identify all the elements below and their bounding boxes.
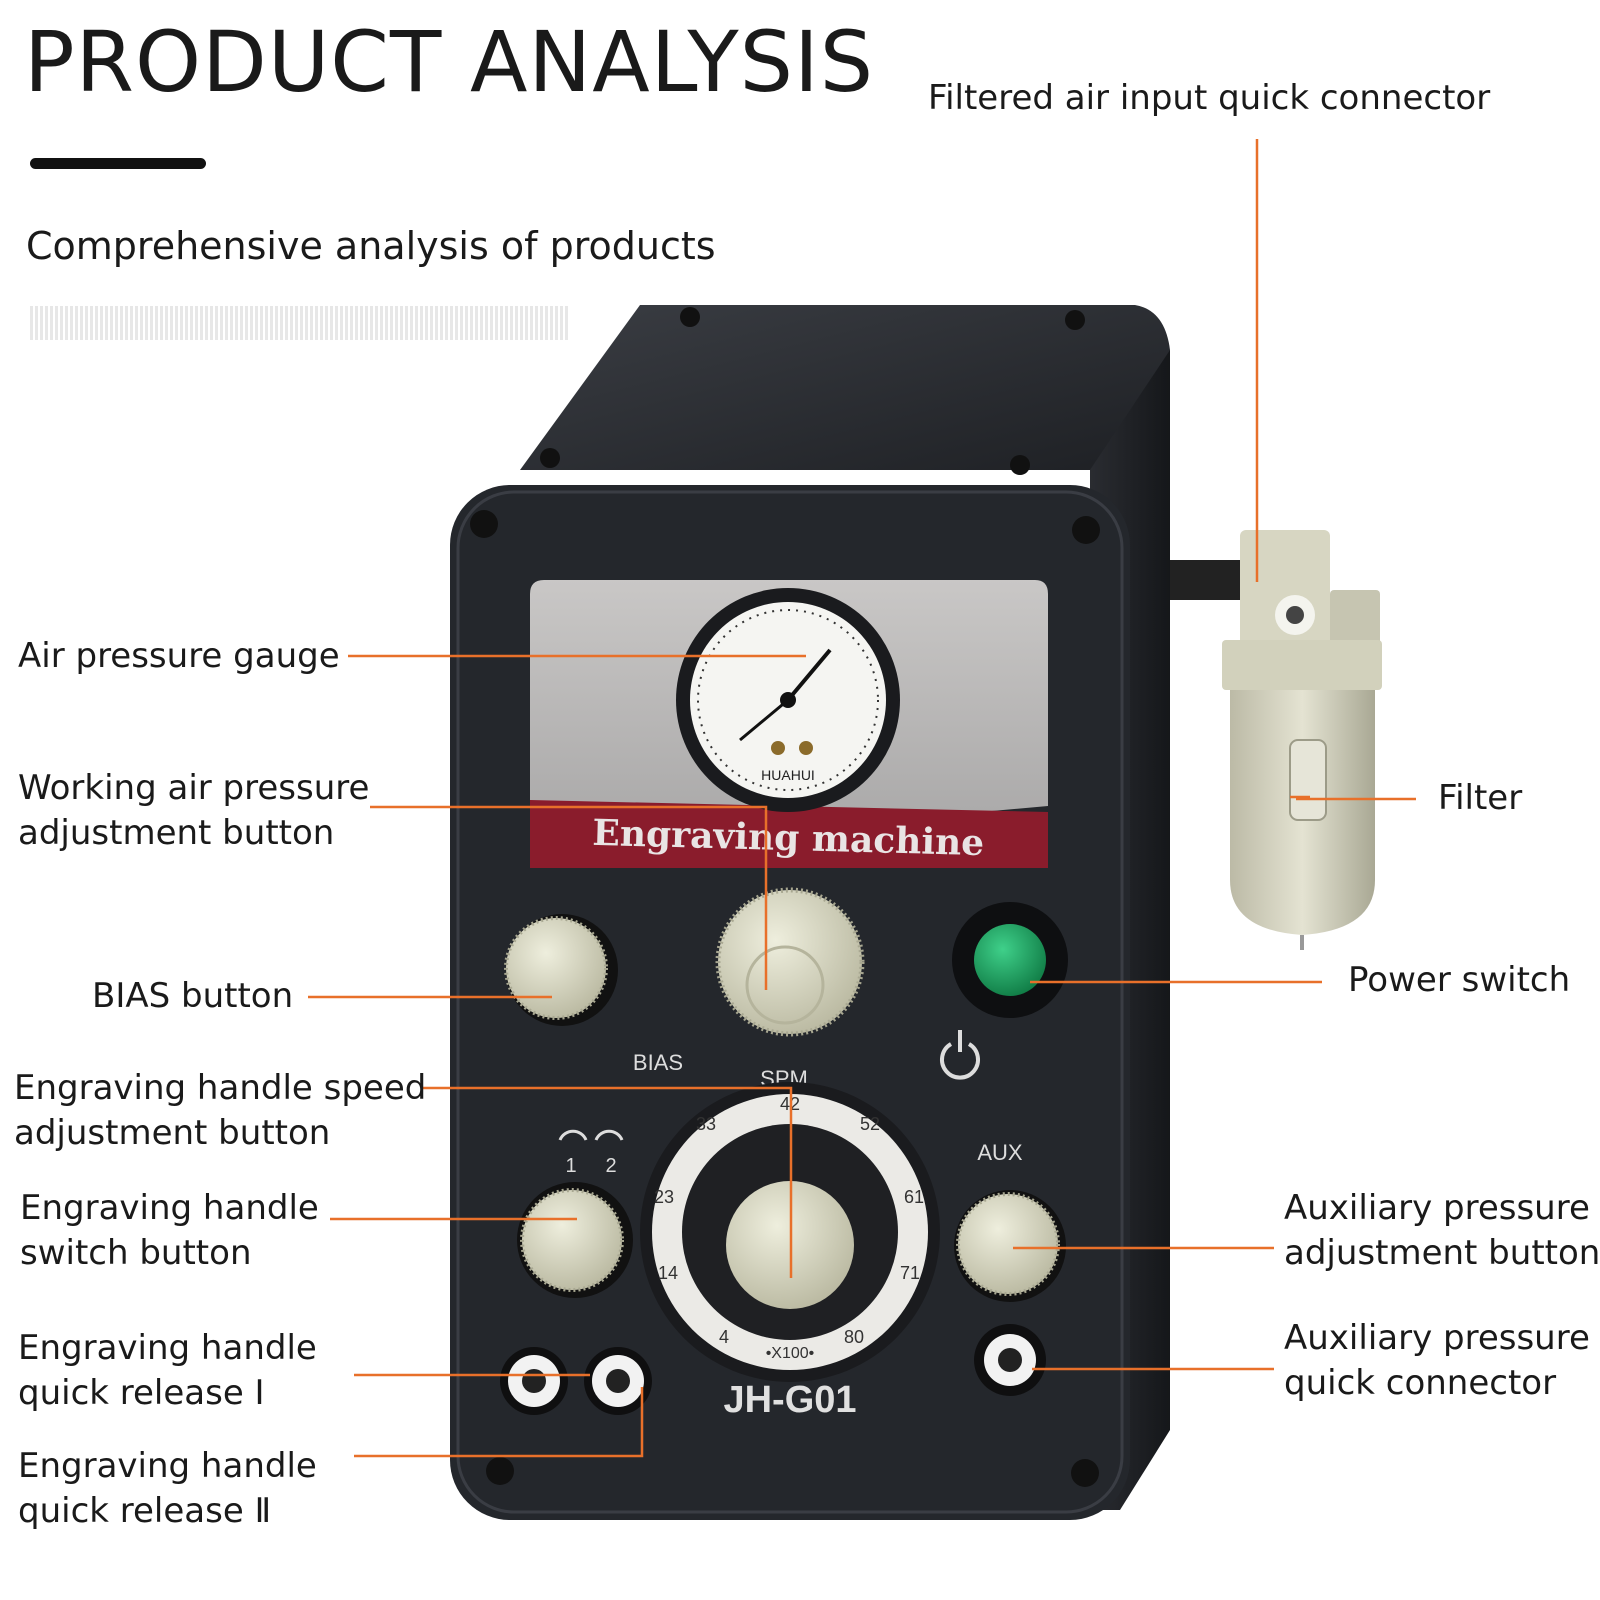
quick-release-2[interactable]	[584, 1347, 652, 1415]
handle-num-1: 1	[565, 1155, 576, 1177]
decorative-fine-print	[30, 306, 570, 340]
model-name: JH-G01	[723, 1379, 856, 1421]
dial-scale-52: 52	[860, 1114, 880, 1134]
power-icon	[940, 1030, 980, 1080]
bias-knob[interactable]	[504, 914, 618, 1026]
working-pressure-knob[interactable]	[715, 887, 865, 1037]
banner-band	[530, 800, 1048, 868]
callout-working-pressure-line-1: Working air pressure	[18, 768, 370, 808]
title-underline	[30, 158, 206, 169]
callout-release-1-line-2: quick release Ⅰ	[18, 1373, 265, 1413]
dial-scale-23: 23	[654, 1187, 674, 1207]
callout-release-2-line-1: Engraving handle	[18, 1446, 317, 1486]
bias-label: BIAS	[633, 1050, 683, 1075]
aux-pressure-knob[interactable]	[954, 1190, 1066, 1302]
air-pressure-gauge	[676, 588, 900, 812]
callout-aux-pressure-line-2: adjustment button	[1284, 1233, 1600, 1273]
callout-filter: Filter	[1438, 776, 1522, 821]
page-title: PRODUCT ANALYSIS	[24, 13, 875, 111]
callout-power-line-1: Power switch	[1348, 960, 1571, 1000]
callout-aux-connector: Auxiliary pressure quick connector	[1284, 1316, 1590, 1406]
callout-aux-pressure-line-1: Auxiliary pressure	[1284, 1188, 1590, 1228]
callout-aux-connector-line-2: quick connector	[1284, 1363, 1557, 1403]
callout-release-1-line-1: Engraving handle	[18, 1328, 317, 1368]
banner-text: Engraving machine	[592, 812, 985, 864]
callout-air-input: Filtered air input quick connector	[928, 76, 1490, 121]
aux-quick-connector[interactable]	[974, 1324, 1046, 1396]
power-switch[interactable]	[952, 902, 1068, 1018]
callout-handle-switch-line-2: switch button	[20, 1233, 252, 1273]
callout-speed-line-1: Engraving handle speed	[14, 1068, 427, 1108]
callout-bias-line-1: BIAS button	[92, 976, 294, 1016]
callout-bias: BIAS button	[92, 974, 293, 1019]
gauge-brand: HUAHUI	[761, 767, 815, 783]
callout-filter-line-1: Filter	[1438, 778, 1523, 818]
handle-switch-knob[interactable]	[517, 1182, 633, 1298]
callout-speed: Engraving handle speed adjustment button	[14, 1066, 426, 1156]
dial-scale-14: 14	[658, 1263, 678, 1283]
leader-lines	[308, 139, 1416, 1458]
quick-release-1[interactable]	[500, 1347, 568, 1415]
callout-working-pressure: Working air pressure adjustment button	[18, 766, 369, 856]
dial-scale-80: 80	[844, 1327, 864, 1347]
callout-speed-line-2: adjustment button	[14, 1113, 331, 1153]
callout-release-1: Engraving handle quick release Ⅰ	[18, 1326, 317, 1416]
air-filter-unit	[1170, 530, 1382, 950]
callout-working-pressure-line-2: adjustment button	[18, 813, 335, 853]
aux-label: AUX	[977, 1140, 1023, 1165]
handle-num-2: 2	[605, 1155, 616, 1177]
dial-scale-33: 33	[696, 1114, 716, 1134]
callout-handle-switch: Engraving handle switch button	[20, 1186, 319, 1276]
callout-release-2: Engraving handle quick release Ⅱ	[18, 1444, 317, 1534]
callout-release-2-line-2: quick release Ⅱ	[18, 1491, 272, 1531]
callout-aux-pressure: Auxiliary pressure adjustment button	[1284, 1186, 1600, 1276]
callout-gauge-line-1: Air pressure gauge	[18, 636, 340, 676]
callout-aux-connector-line-1: Auxiliary pressure	[1284, 1318, 1590, 1358]
handle-switch-icon	[558, 1129, 624, 1141]
dial-multiplier: •X100•	[766, 1345, 815, 1362]
callout-gauge: Air pressure gauge	[18, 634, 340, 679]
callout-handle-switch-line-1: Engraving handle	[20, 1188, 319, 1228]
dial-scale-61: 61	[904, 1187, 924, 1207]
callout-air-input-line-1: Filtered air input quick connector	[928, 78, 1491, 118]
page-subtitle: Comprehensive analysis of products	[26, 224, 716, 268]
callout-power: Power switch	[1348, 958, 1570, 1003]
dial-scale-4: 4	[719, 1327, 729, 1347]
dial-scale-71: 71	[900, 1263, 920, 1283]
